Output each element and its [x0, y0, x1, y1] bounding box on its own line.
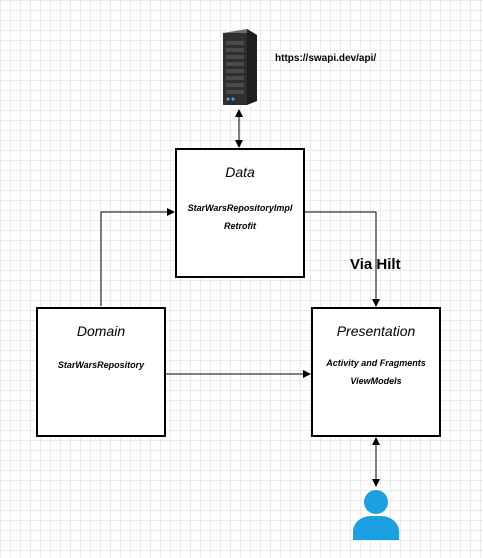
- data-layer-title: Data: [225, 164, 255, 180]
- data-to-presentation-arrow: [305, 211, 380, 307]
- domain-layer-box: Domain StarWarsRepository: [36, 307, 166, 437]
- data-layer-item: Retrofit: [224, 221, 256, 231]
- domain-to-data-arrow: [100, 208, 175, 306]
- server-rack-icon: [223, 29, 257, 105]
- presentation-layer-box: Presentation Activity and Fragments View…: [311, 307, 441, 437]
- presentation-layer-title: Presentation: [336, 323, 416, 339]
- user-icon: [353, 490, 399, 540]
- presentation-layer-item: ViewModels: [350, 376, 402, 386]
- data-layer-box: Data StarWarsRepositoryImpl Retrofit: [175, 148, 305, 278]
- data-layer-item: StarWarsRepositoryImpl: [187, 203, 293, 213]
- server-url-label: https://swapi.dev/api/: [275, 53, 377, 64]
- domain-layer-title: Domain: [76, 323, 126, 339]
- presentation-layer-item: Activity and Fragments: [326, 358, 426, 368]
- via-hilt-label: Via Hilt: [350, 256, 401, 273]
- domain-layer-item: StarWarsRepository: [57, 360, 145, 370]
